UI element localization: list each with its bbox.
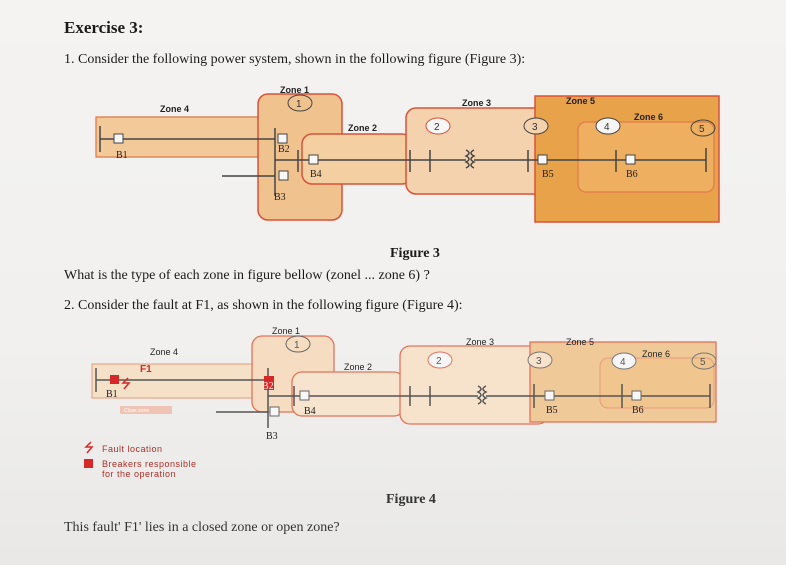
fig4-zone-2-label: Zone 2 bbox=[344, 362, 372, 372]
fig4-zone-5-label: Zone 5 bbox=[566, 337, 594, 347]
figure-3-breakers bbox=[113, 133, 636, 181]
close-zone-text: Close zone bbox=[124, 408, 149, 414]
bus-b2-label: B2 bbox=[278, 144, 290, 155]
svg-text:4: 4 bbox=[620, 357, 626, 368]
fig4-zone-4-label: Zone 4 bbox=[150, 347, 178, 357]
question-zone-type: What is the type of each zone in figure … bbox=[64, 268, 430, 283]
fig4-zone-number-5: 5 bbox=[691, 352, 717, 370]
fig4-bus-b3-label: B3 bbox=[266, 431, 278, 442]
zone-1-label: Zone 1 bbox=[280, 85, 309, 95]
fig4-zone-3-area bbox=[399, 345, 549, 425]
fig4-bus-b2-label: B2 bbox=[262, 381, 274, 392]
figure-4-diagram: Zone 4 Zone 1 Zone 2 Zone 3 Zone 5 Zone … bbox=[84, 326, 717, 468]
fault-f1-label: F1 bbox=[140, 364, 152, 375]
svg-text:2: 2 bbox=[434, 122, 440, 133]
legend-breakers-line1: Breakers responsible bbox=[102, 459, 197, 469]
svg-text:5: 5 bbox=[699, 124, 705, 135]
final-question: This fault' F1' lies in a closed zone or… bbox=[64, 520, 340, 535]
svg-text:5: 5 bbox=[700, 357, 706, 368]
legend-breaker-icon bbox=[84, 459, 93, 468]
figure-4-caption: Figure 4 bbox=[386, 492, 436, 507]
svg-text:1: 1 bbox=[296, 99, 302, 110]
fig4-red-breakers bbox=[110, 375, 274, 390]
figure-4-breakers bbox=[269, 390, 642, 417]
fig4-bus-b1-label: B1 bbox=[106, 389, 118, 400]
legend-breakers-line2: for the operation bbox=[102, 469, 177, 479]
bus-b6-label: B6 bbox=[626, 169, 638, 180]
zone-2-label: Zone 2 bbox=[348, 123, 377, 133]
zone-number-2: 2 bbox=[425, 117, 451, 135]
svg-text:4: 4 bbox=[604, 122, 610, 133]
fig4-zone-4-area bbox=[91, 363, 281, 399]
zone-4-label: Zone 4 bbox=[160, 104, 189, 114]
fig4-zone-number-2: 2 bbox=[427, 351, 453, 369]
zone-number-1: 1 bbox=[287, 94, 313, 112]
fig4-zone-number-1: 1 bbox=[285, 335, 311, 353]
legend-fault-icon bbox=[84, 441, 94, 454]
bus-b5-label: B5 bbox=[542, 169, 554, 180]
zone-number-5: 5 bbox=[690, 119, 716, 137]
zone-number-3: 3 bbox=[523, 117, 549, 135]
exercise-title: Exercise 3: bbox=[64, 18, 144, 37]
bus-b3-label: B3 bbox=[274, 192, 286, 203]
question-1: 1. Consider the following power system, … bbox=[64, 52, 526, 67]
zone-3-label: Zone 3 bbox=[462, 98, 491, 108]
fig4-zone-3-label: Zone 3 bbox=[466, 337, 494, 347]
fig4-bus-b6-label: B6 bbox=[632, 405, 644, 416]
zone-5-label: Zone 5 bbox=[566, 96, 595, 106]
fig4-zone-1-label: Zone 1 bbox=[272, 326, 300, 336]
svg-text:3: 3 bbox=[532, 122, 538, 133]
svg-text:1: 1 bbox=[294, 340, 300, 351]
bus-b1-label: B1 bbox=[116, 150, 128, 161]
zone-6-area bbox=[577, 121, 715, 193]
bus-b4-label: B4 bbox=[310, 169, 322, 180]
figure-3-caption: Figure 3 bbox=[390, 246, 440, 261]
svg-text:2: 2 bbox=[436, 356, 442, 367]
zone-6-label: Zone 6 bbox=[634, 112, 663, 122]
fig4-zone-6-label: Zone 6 bbox=[642, 349, 670, 359]
question-2: 2. Consider the fault at F1, as shown in… bbox=[64, 298, 463, 313]
fault-bolt-icon bbox=[121, 377, 131, 390]
fig4-zone-number-4: 4 bbox=[611, 352, 637, 370]
fig4-zone-number-3: 3 bbox=[527, 351, 553, 369]
fig4-bus-b4-label: B4 bbox=[304, 406, 316, 417]
zone-number-4: 4 bbox=[595, 117, 621, 135]
legend-fault-location: Fault location bbox=[102, 444, 163, 454]
close-zone-tag bbox=[120, 406, 172, 414]
fig4-bus-b5-label: B5 bbox=[546, 405, 558, 416]
svg-text:3: 3 bbox=[536, 356, 542, 367]
